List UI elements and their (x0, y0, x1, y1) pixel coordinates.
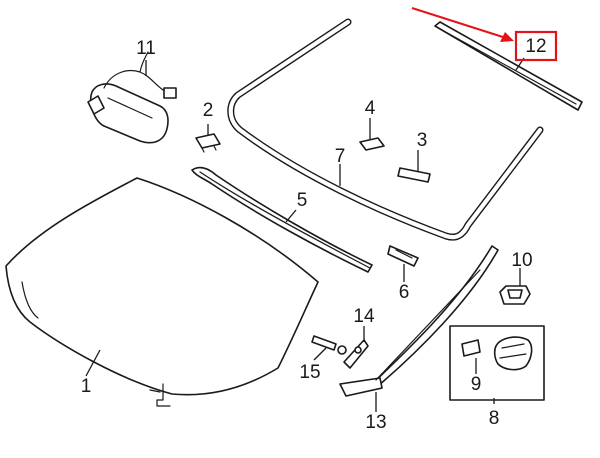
callout-6: 6 (399, 282, 410, 303)
windshield-molding (227, 18, 544, 241)
pad-4 (359, 137, 385, 151)
callout-2: 2 (203, 100, 214, 121)
kit-box-8 (449, 325, 545, 401)
callout-14: 14 (353, 306, 375, 327)
callout-13: 13 (365, 412, 386, 433)
bracket-6 (387, 245, 419, 267)
pad-3 (397, 167, 431, 183)
windshield-glass (5, 177, 319, 407)
callout-10: 10 (511, 250, 532, 271)
highlight-arrow (411, 7, 507, 39)
clip-bracket-14 (343, 339, 369, 369)
callout-3: 3 (417, 130, 428, 151)
callout-labels: 1 2 3 4 5 6 7 8 9 10 11 12 13 14 15 (81, 36, 547, 433)
callout-4: 4 (365, 98, 376, 119)
callout-1: 1 (81, 376, 92, 397)
callout-11: 11 (136, 38, 156, 59)
callout-9: 9 (471, 374, 482, 395)
rearview-mirror (87, 51, 177, 144)
callout-12: 12 (525, 36, 546, 57)
cowl-strip (191, 166, 373, 273)
highlight-callout-12 (411, 7, 558, 62)
highlight-box (514, 30, 558, 62)
fastener-15 (311, 335, 347, 355)
arrow-head-icon (500, 32, 514, 42)
callout-8: 8 (489, 408, 500, 429)
upper-molding-strip (434, 21, 583, 111)
leader-lines (85, 57, 525, 412)
pillar-molding (339, 245, 499, 397)
clip-2 (195, 133, 221, 153)
connector-10 (499, 285, 531, 305)
callout-7: 7 (335, 146, 346, 167)
callout-15: 15 (299, 362, 320, 383)
callout-5: 5 (297, 190, 308, 211)
